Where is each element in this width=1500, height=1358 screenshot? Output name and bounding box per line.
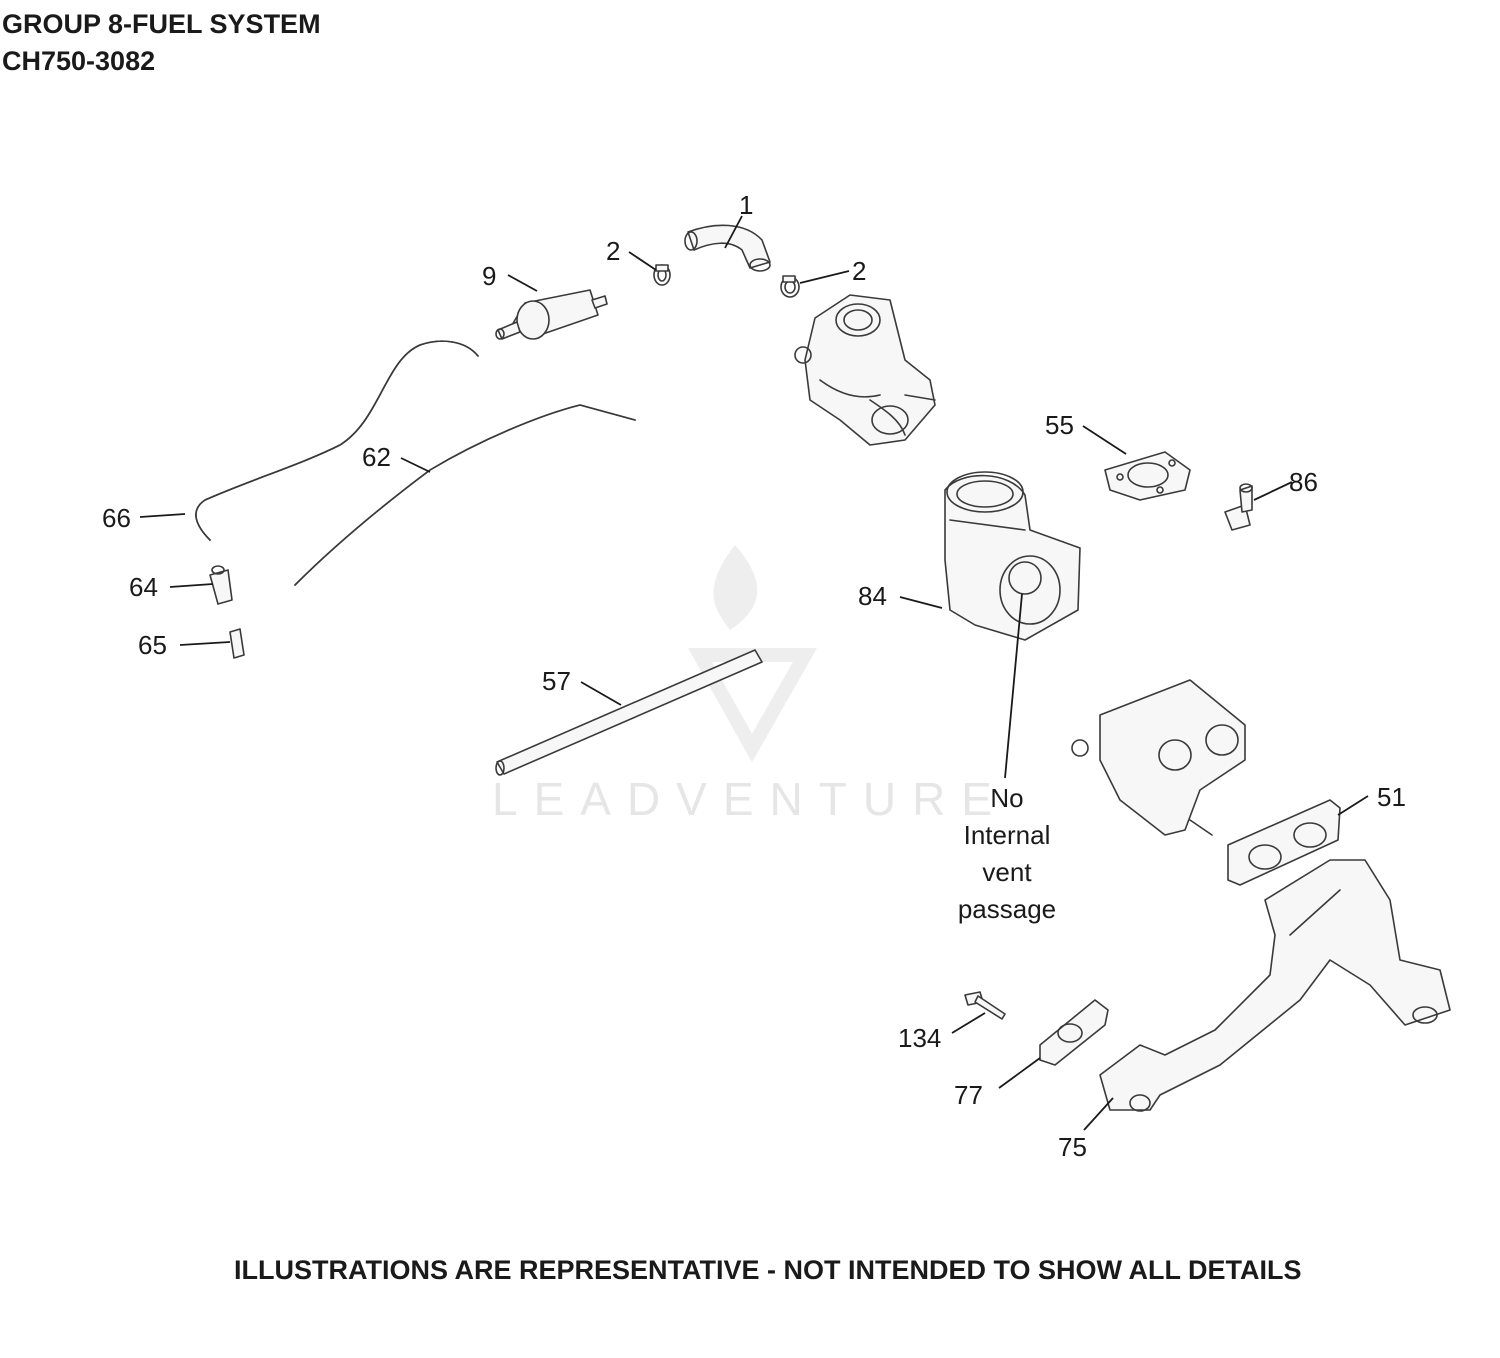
callout-2-right: 2 — [852, 256, 866, 286]
part-1-elbow-hose — [684, 224, 771, 272]
part-84-adapter — [944, 471, 1081, 641]
note-line-1: No — [990, 783, 1023, 813]
vent-passage-note: No Internal vent passage — [958, 783, 1056, 924]
note-line-3: vent — [982, 857, 1032, 887]
part-86-elbow-fitting — [1224, 483, 1253, 531]
part-65-sleeve — [229, 628, 245, 659]
callout-62: 62 — [362, 442, 391, 472]
callout-66: 66 — [102, 503, 131, 533]
leader-lines — [139, 215, 1369, 1131]
note-line-4: passage — [958, 894, 1056, 924]
part-55-gasket — [1104, 451, 1191, 501]
part-134-bolt — [964, 991, 1006, 1020]
part-2-hose-clamp-left — [653, 264, 671, 286]
carburetor-lower — [1071, 679, 1246, 836]
callout-9: 9 — [482, 261, 496, 291]
part-64-fitting — [209, 565, 233, 605]
callout-75: 75 — [1058, 1132, 1087, 1162]
part-51-gasket — [1227, 799, 1341, 886]
callout-2-left: 2 — [606, 236, 620, 266]
callout-65: 65 — [138, 630, 167, 660]
callout-77: 77 — [954, 1080, 983, 1110]
note-line-2: Internal — [964, 820, 1051, 850]
callout-57: 57 — [542, 666, 571, 696]
callout-51: 51 — [1377, 782, 1406, 812]
part-75-intake-manifold — [1099, 859, 1451, 1112]
callout-1: 1 — [739, 190, 753, 220]
callout-134: 134 — [898, 1023, 941, 1053]
part-57-straight-tube — [495, 649, 763, 776]
part-66-fuel-hose — [195, 340, 479, 541]
part-62-fuel-hose — [294, 404, 636, 586]
callout-84: 84 — [858, 581, 887, 611]
disclaimer-footer: ILLUSTRATIONS ARE REPRESENTATIVE - NOT I… — [234, 1255, 1302, 1285]
part-9-fuel-filter — [495, 289, 608, 340]
callout-55: 55 — [1045, 410, 1074, 440]
watermark: LEADVENTURE — [492, 545, 1008, 825]
callout-64: 64 — [129, 572, 158, 602]
watermark-text: LEADVENTURE — [492, 773, 1008, 825]
callout-86: 86 — [1289, 467, 1318, 497]
diagram-group-title: GROUP 8-FUEL SYSTEM — [2, 9, 321, 39]
engine-model-number: CH750-3082 — [2, 46, 156, 76]
part-2-hose-clamp-right — [780, 275, 800, 298]
part-77-gasket — [1039, 999, 1109, 1066]
carburetor-upper — [794, 294, 936, 446]
